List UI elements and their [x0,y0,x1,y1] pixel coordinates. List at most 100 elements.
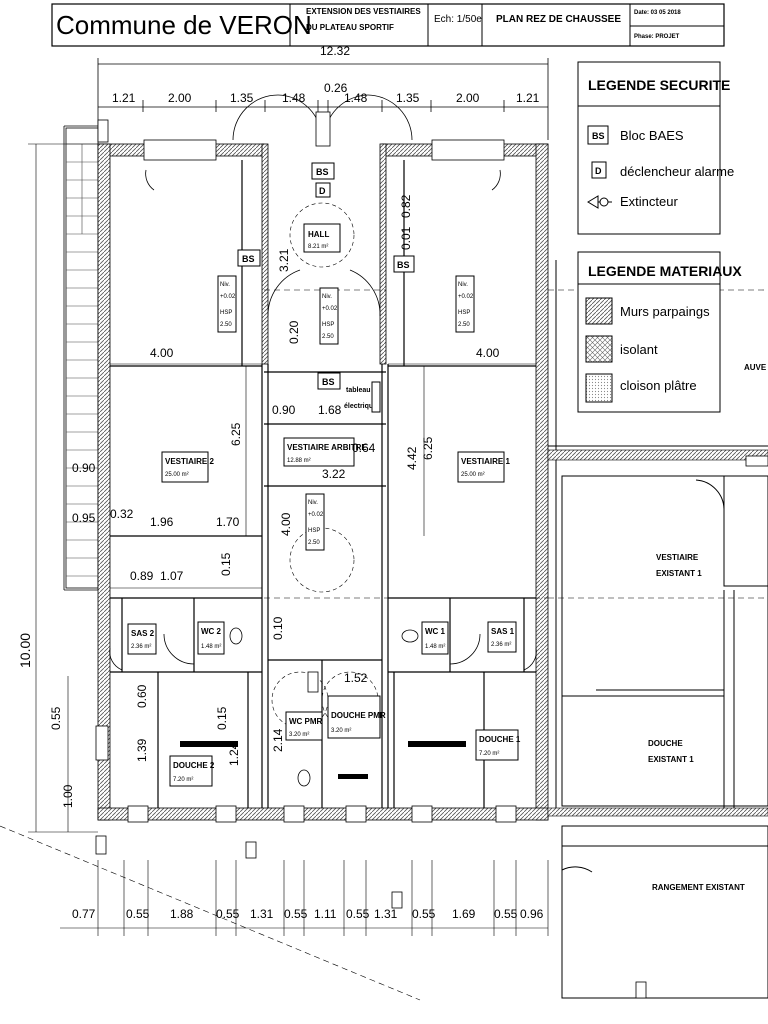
dim-top-3: 1.35 [230,91,254,105]
dim-0-15-b: 0.15 [215,706,229,730]
dim-1-00: 1.00 [61,784,75,808]
room-d2-area: 7.20 m² [173,777,193,783]
dim-bottom-2: 0.55 [126,907,150,921]
legend-extincteur-label: Extincteur [620,194,678,209]
terrace-grid [66,143,98,577]
room-va-name: VESTIAIRE ARBITRE [287,443,367,452]
room-wc-pmr: WC PMR 3.20 m² [285,711,323,741]
dim-1-70: 1.70 [216,515,240,529]
dim-bottom-9: 1.31 [374,907,398,921]
dim-bottom-6: 0.55 [284,907,308,921]
dim-0-64: 0.64 [352,441,376,455]
niv-left-l4: 2.50 [220,322,232,328]
niv-hall-l4: 2.50 [322,334,334,340]
dim-bottom-1: 0.77 [72,907,96,921]
bs-label-1: BS [242,254,255,264]
niv-box-right: Niv. +0.02 HSP 2.50 [455,275,475,333]
dim-bottom-5: 1.31 [250,907,274,921]
vestiaire-existant-l2: EXISTANT 1 [656,569,702,578]
room-douche-2: DOUCHE 2 7.20 m² [169,755,215,787]
dim-0-89: 0.89 [130,569,154,583]
niv-left-l3: HSP [220,310,232,316]
dim-bottom-7: 1.11 [314,907,337,921]
legend-cloison-label: cloison plâtre [620,378,697,393]
scale-label: Ech: 1/50e [434,14,482,25]
dim-bottom-8: 0.55 [346,907,370,921]
dim-0-82: 0.82 [399,194,413,218]
door-arcs [109,169,537,671]
dim-bottom-10: 0.55 [412,907,436,921]
swatch-isolant [585,335,613,363]
room-d1-name: DOUCHE 1 [479,735,521,744]
toilets [229,627,419,787]
dim-0-10: 0.10 [271,616,285,640]
rangement-existant: RANGEMENT EXISTANT [652,883,745,892]
bs-label-2: BS [316,167,329,177]
niv-right-l3: HSP [458,310,470,316]
room-vestiaire-arbitre: VESTIAIRE ARBITRE 12.88 m² [283,437,367,467]
room-dpmr-name: DOUCHE PMR [331,711,386,720]
dim-total-width: 12.32 [320,44,350,58]
dim-top-7: 1.35 [396,91,420,105]
dim-top-8: 2.00 [456,91,480,105]
niv-box-left: Niv. +0.02 HSP 2.50 [217,275,237,333]
room-wcpmr-area: 3.20 m² [289,732,309,738]
interior-dim-lines [28,143,536,833]
existing-wall-hatch [547,449,768,817]
room-vestiaire-2: VESTIAIRE 2 25.00 m² [161,451,214,483]
dim-1-52: 1.52 [344,671,368,685]
room-dpmr-area: 3.20 m² [331,728,351,734]
d-label: D [319,186,326,196]
dim-bottom-3: 1.88 [170,907,194,921]
outer-walls [97,143,549,821]
title-block: Commune de VERON EXTENSION DES VESTIAIRE… [51,3,725,47]
bs-label-4: BS [322,377,335,387]
dim-3-21: 3.21 [277,248,291,272]
niv-hall-l1: Niv. [322,294,332,300]
legend-bs-symbol: BS [592,131,605,141]
tableau-electrique: tableau électrique [344,381,381,413]
windows-bottom [127,805,517,823]
legend-murs-label: Murs parpaings [620,304,710,319]
existing-labels: VESTIAIRE EXISTANT 1 DOUCHE EXISTANT 1 R… [648,363,767,892]
dim-1-24: 1.24 [227,742,241,766]
legend-securite: LEGENDE SECURITE BS Bloc BAES D déclench… [577,61,734,235]
niv-corr-l1: Niv. [308,500,318,506]
existing-building [548,260,768,999]
dim-4-00-center: 4.00 [279,512,293,536]
room-sas1-name: SAS 1 [491,627,515,636]
dim-top-9: 1.21 [516,91,540,105]
project-line-2: DU PLATEAU SPORTIF [306,23,394,32]
bs-symbols: BS BS D BS BS [237,162,415,390]
room-wcpmr-name: WC PMR [289,717,323,726]
misc-markers [95,119,768,999]
room-wc2-name: WC 2 [201,627,222,636]
niv-right-l4: 2.50 [458,322,470,328]
room-sas-2: SAS 2 2.36 m² [127,623,157,655]
dim-bottom-12: 0.55 [494,907,518,921]
commune-title: Commune de VERON [56,10,312,40]
room-d2-name: DOUCHE 2 [173,761,215,770]
room-hall-area: 8.21 m² [308,244,328,250]
douche-existant-l1: DOUCHE [648,739,683,748]
niv-hall-l2: +0.02 [322,306,338,312]
dim-0-01: 0.01 [399,226,413,250]
room-sas-1: SAS 1 2.36 m² [487,621,517,653]
tableau-l1: tableau [346,387,371,394]
dim-0-32: 0.32 [110,507,134,521]
niv-right-l2: +0.02 [458,294,474,300]
legend-d-label: déclencheur alarme [620,164,734,179]
dim-0-95: 0.95 [72,511,96,525]
legend-bs-label: Bloc BAES [620,128,684,143]
dim-1-07: 1.07 [160,569,184,583]
room-hall: HALL 8.21 m² [303,223,341,253]
dim-3-22: 3.22 [322,467,346,481]
dim-0-60: 0.60 [135,684,149,708]
room-vestiaire-1: VESTIAIRE 1 25.00 m² [457,451,510,483]
dim-2-14: 2.14 [271,728,285,752]
room-v1-name: VESTIAIRE 1 [461,457,510,466]
niv-corr-l2: +0.02 [308,512,324,518]
top-dimensions [97,58,549,140]
sheet-title: PLAN REZ DE CHAUSSEE [496,14,621,25]
room-wc-1: WC 1 1.48 m² [421,621,449,655]
